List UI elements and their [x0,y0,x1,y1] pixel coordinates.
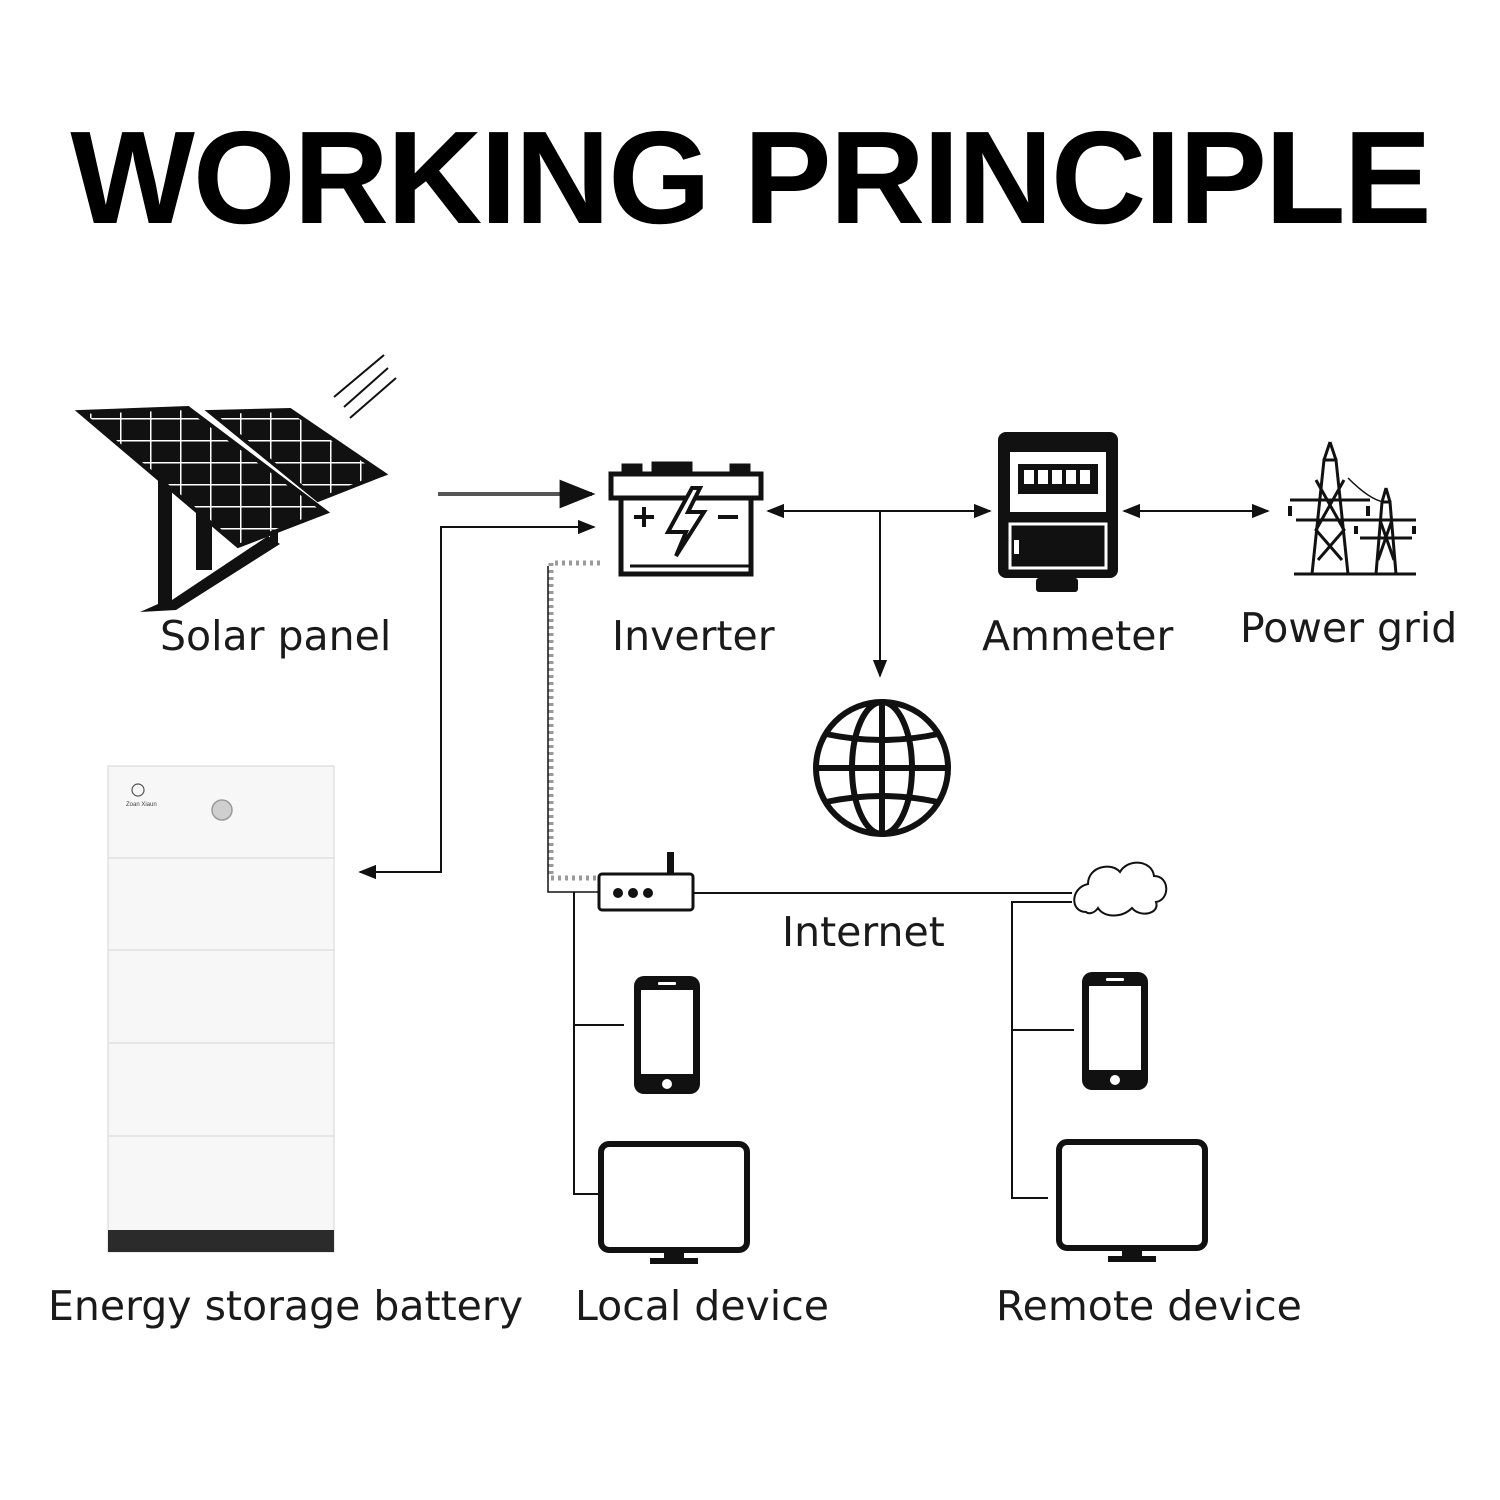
page-title: WORKING PRINCIPLE [70,104,1431,251]
battery-brand-logo: Zoan Xiaun [126,802,157,808]
power-tower-icon [1288,441,1416,576]
label-power-grid: Power grid [1240,604,1458,652]
solar-panel-icon [74,354,397,612]
label-solar-panel: Solar panel [160,612,392,660]
connection-lines [358,479,1270,1199]
sun-rays [333,354,397,419]
monitor-icon [598,1141,750,1264]
label-remote-device: Remote device [996,1282,1302,1330]
battery-inverter-icon [608,461,764,577]
label-ammeter: Ammeter [982,612,1174,660]
router-icon [597,852,695,912]
globe-icon [813,699,951,837]
energy-storage-battery [107,765,335,1253]
smartphone-icon [634,976,700,1094]
smartphone-icon [1082,972,1148,1090]
electric-meter-icon [998,432,1118,592]
cloud-icon [1073,861,1168,917]
label-local-device: Local device [575,1282,829,1330]
monitor-icon [1056,1139,1208,1262]
label-inverter: Inverter [612,612,775,660]
label-energy-storage-battery: Energy storage battery [48,1282,524,1330]
label-internet: Internet [782,908,945,956]
